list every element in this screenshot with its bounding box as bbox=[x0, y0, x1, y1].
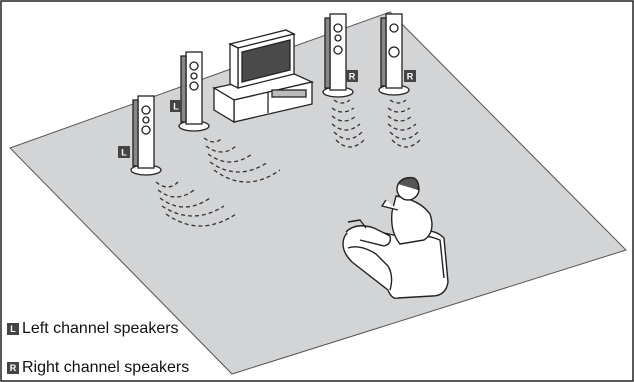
legend-right-label: Right channel speakers bbox=[22, 359, 189, 377]
svg-text:R: R bbox=[349, 72, 356, 82]
legend-left-icon: L bbox=[7, 323, 19, 335]
speaker-tag-front-left: L bbox=[170, 100, 182, 112]
svg-text:R: R bbox=[407, 72, 414, 82]
legend-right-channel: R Right channel speakers bbox=[7, 358, 189, 378]
legend-left-label: Left channel speakers bbox=[22, 320, 179, 338]
speaker-tag-front-right: R bbox=[346, 70, 358, 82]
legend-left-channel: L Left channel speakers bbox=[7, 319, 179, 339]
speaker-tag-rear-left: L bbox=[118, 146, 130, 158]
speaker-tag-rear-right: R bbox=[404, 70, 416, 82]
svg-text:L: L bbox=[121, 148, 127, 158]
legend-right-icon: R bbox=[7, 362, 19, 374]
svg-text:L: L bbox=[173, 102, 179, 112]
